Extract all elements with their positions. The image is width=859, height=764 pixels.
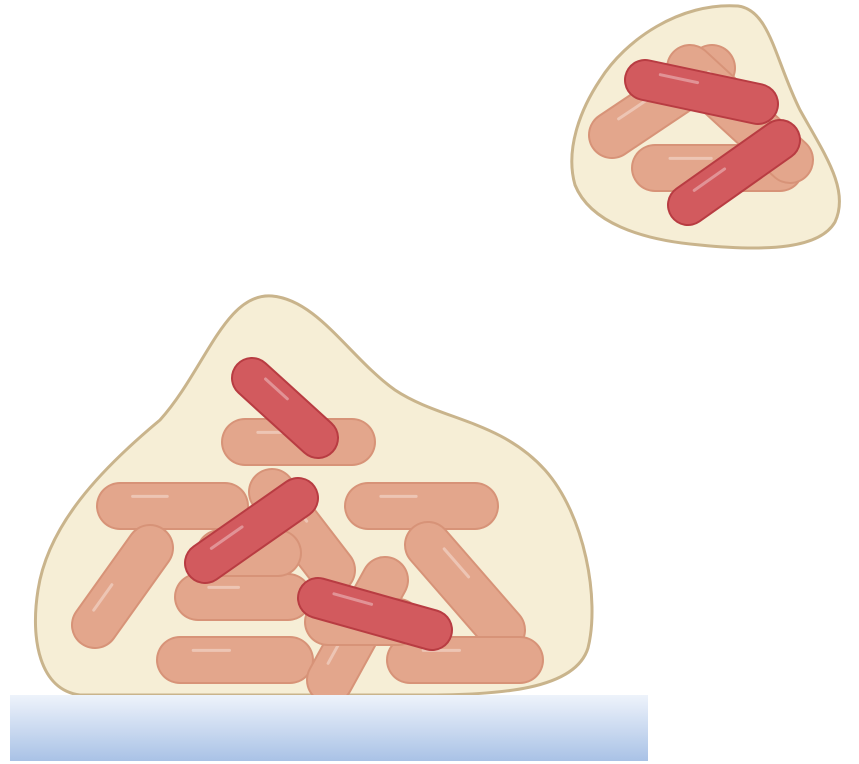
detached-biofilm-fragment — [572, 6, 840, 248]
attached-biofilm — [35, 296, 592, 695]
bacterium-light — [410, 650, 520, 660]
bacterium-light — [198, 587, 288, 597]
bacterium-light — [120, 496, 225, 506]
substrate-surface — [10, 695, 648, 761]
bacterium-dark — [645, 75, 758, 104]
bacterium-light — [180, 650, 290, 660]
bacterium-light — [368, 496, 475, 506]
